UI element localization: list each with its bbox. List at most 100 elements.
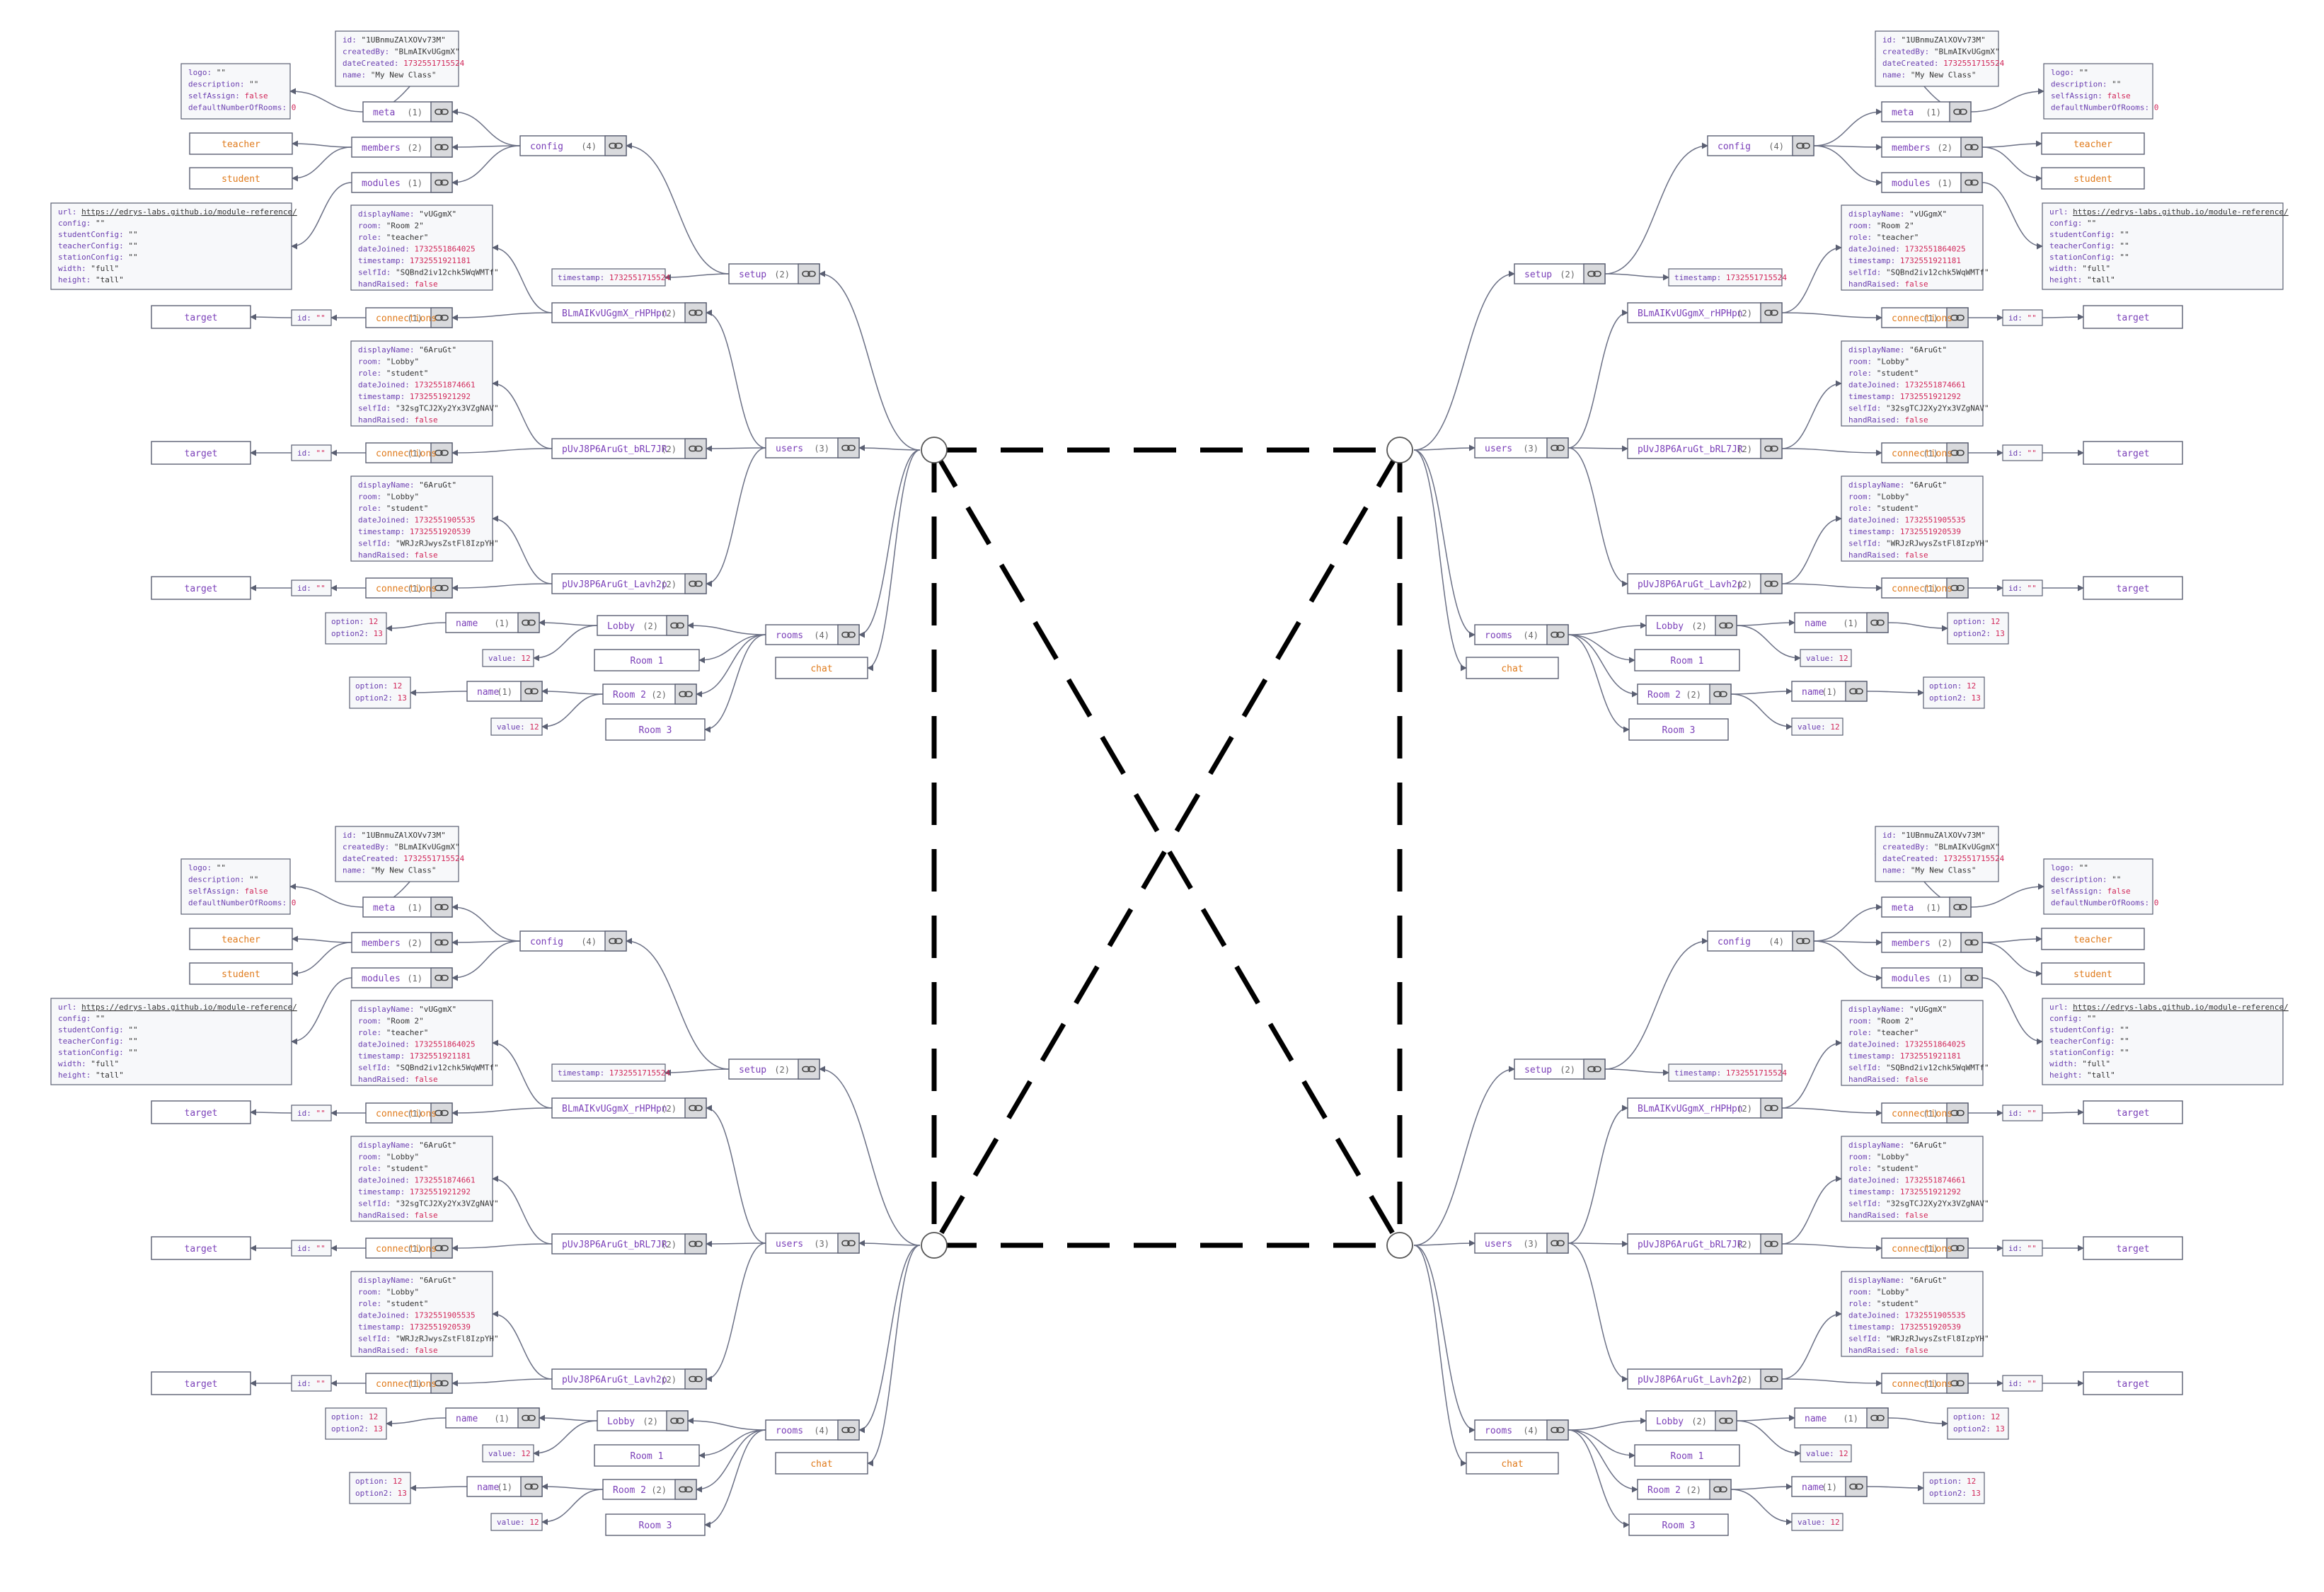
module-info-box[interactable]: url: https://edrys-labs.github.io/module… — [2042, 202, 2289, 290]
lobby-room-node[interactable]: Lobby(2) — [597, 615, 689, 636]
id-value[interactable]: id: "" — [291, 1104, 332, 1121]
link-icon[interactable] — [1713, 691, 1727, 698]
link-icon[interactable] — [1965, 974, 1979, 981]
link-icon[interactable] — [435, 144, 449, 151]
link-icon[interactable] — [435, 939, 449, 946]
user-node[interactable]: BLmAIKvUGgmX_rHPHpn(2) — [551, 302, 707, 323]
link-icon[interactable] — [435, 1380, 449, 1387]
link-icon[interactable] — [679, 691, 693, 698]
lobby-room-node[interactable]: Lobby(2) — [597, 1410, 689, 1431]
link-icon[interactable] — [524, 1483, 539, 1490]
connections-node[interactable]: connections(1) — [365, 442, 453, 463]
user-info-box[interactable]: displayName: "6AruGt"room: "Lobby"role: … — [350, 1271, 499, 1357]
link-icon[interactable] — [522, 1414, 536, 1421]
id-value[interactable]: id: "" — [291, 579, 332, 596]
value-leaf[interactable]: value: 12 — [490, 1513, 543, 1531]
id-value[interactable]: id: "" — [291, 444, 332, 461]
link-icon[interactable] — [689, 1104, 703, 1112]
room-1-leaf[interactable]: Room 1 — [594, 649, 700, 671]
room-3-leaf[interactable]: Room 3 — [1628, 718, 1729, 741]
link-icon[interactable] — [1551, 1240, 1565, 1247]
link-icon[interactable] — [1764, 580, 1778, 587]
target-leaf[interactable]: target — [151, 576, 251, 600]
link-icon[interactable] — [435, 974, 449, 981]
link-icon[interactable] — [689, 309, 703, 316]
user-info-box[interactable]: displayName: "vUGgmX"room: "Room 2"role:… — [1841, 1000, 1989, 1086]
target-leaf[interactable]: target — [151, 1100, 251, 1124]
room-3-leaf[interactable]: Room 3 — [605, 718, 706, 741]
link-icon[interactable] — [1719, 1417, 1733, 1424]
room-1-leaf[interactable]: Room 1 — [594, 1444, 700, 1467]
config-meta-box[interactable]: logo: ""description: ""selfAssign: false… — [2043, 858, 2158, 915]
user-node[interactable]: pUvJ8P6AruGt_Lavh2p(2) — [1627, 1368, 1783, 1390]
target-leaf[interactable]: target — [151, 305, 251, 329]
user-node[interactable]: pUvJ8P6AruGt_Lavh2p(2) — [1627, 573, 1783, 594]
meta-info-box[interactable]: id: "1UBnmuZAlXOVv73M"createdBy: "BLmAIK… — [335, 826, 465, 882]
teacher-leaf[interactable]: teacher — [2041, 928, 2145, 950]
meta-info-box[interactable]: id: "1UBnmuZAlXOVv73M"createdBy: "BLmAIK… — [335, 30, 465, 87]
modules-node[interactable]: modules(1) — [1881, 172, 1983, 193]
connections-node[interactable]: connections(1) — [365, 307, 453, 328]
room-2-node[interactable]: Room 2(2) — [602, 683, 697, 705]
meta-info-box[interactable]: id: "1UBnmuZAlXOVv73M"createdBy: "BLmAIK… — [1875, 826, 2005, 882]
value-leaf[interactable]: value: 12 — [1791, 717, 1843, 736]
value-leaf[interactable]: value: 12 — [490, 717, 543, 736]
link-icon[interactable] — [1587, 270, 1601, 277]
link-icon[interactable] — [1719, 622, 1733, 629]
link-icon[interactable] — [609, 938, 623, 945]
link-icon[interactable] — [1953, 108, 1967, 115]
link-icon[interactable] — [1870, 619, 1885, 626]
config-node[interactable]: config(4) — [519, 135, 627, 156]
room-1-leaf[interactable]: Room 1 — [1634, 649, 1740, 671]
meta-node[interactable]: meta(1) — [362, 101, 453, 122]
user-info-box[interactable]: displayName: "vUGgmX"room: "Room 2"role:… — [350, 1000, 499, 1086]
user-info-box[interactable]: displayName: "vUGgmX"room: "Room 2"role:… — [350, 204, 499, 291]
link-icon[interactable] — [1950, 1380, 1965, 1387]
user-info-box[interactable]: displayName: "6AruGt"room: "Lobby"role: … — [1841, 1271, 1989, 1357]
link-icon[interactable] — [1953, 904, 1967, 911]
meta-info-box[interactable]: id: "1UBnmuZAlXOVv73M"createdBy: "BLmAIK… — [1875, 30, 2005, 87]
link-icon[interactable] — [435, 179, 449, 186]
meta-node[interactable]: meta(1) — [1881, 896, 1972, 918]
link-icon[interactable] — [689, 580, 703, 587]
target-leaf[interactable]: target — [2083, 305, 2183, 329]
setup-node[interactable]: setup(2) — [1514, 263, 1606, 284]
users-node[interactable]: users(3) — [1474, 1233, 1569, 1254]
name-node[interactable]: name(1) — [1794, 612, 1889, 633]
user-node[interactable]: pUvJ8P6AruGt_bRL7JR(2) — [1627, 1233, 1783, 1254]
link-icon[interactable] — [1796, 142, 1810, 149]
meta-node[interactable]: meta(1) — [1881, 101, 1972, 122]
value-leaf[interactable]: value: 12 — [1800, 1444, 1852, 1463]
name-node[interactable]: name(1) — [1791, 1476, 1868, 1497]
peer-root-bottom-right[interactable] — [1386, 1232, 1413, 1259]
user-node[interactable]: BLmAIKvUGgmX_rHPHpn(2) — [1627, 302, 1783, 323]
link-icon[interactable] — [689, 445, 703, 452]
target-leaf[interactable]: target — [151, 1236, 251, 1260]
teacher-leaf[interactable]: teacher — [189, 928, 293, 950]
link-icon[interactable] — [435, 314, 449, 321]
modules-node[interactable]: modules(1) — [351, 172, 453, 193]
link-icon[interactable] — [841, 1240, 856, 1247]
module-info-box[interactable]: url: https://edrys-labs.github.io/module… — [2042, 998, 2289, 1085]
users-node[interactable]: users(3) — [765, 1233, 860, 1254]
link-icon[interactable] — [679, 1486, 693, 1493]
chat-leaf[interactable]: chat — [1466, 657, 1559, 679]
members-node[interactable]: members(2) — [351, 137, 453, 158]
link-icon[interactable] — [689, 1240, 703, 1247]
timestamp-value[interactable]: timestamp: 1732551715524 — [551, 268, 670, 287]
value-leaf[interactable]: value: 12 — [1800, 649, 1852, 667]
id-value[interactable]: id: "" — [2002, 309, 2043, 326]
module-info-box[interactable]: url: https://edrys-labs.github.io/module… — [50, 998, 297, 1085]
members-node[interactable]: members(2) — [1881, 932, 1983, 953]
members-node[interactable]: members(2) — [351, 932, 453, 953]
link-icon[interactable] — [1764, 309, 1778, 316]
link-icon[interactable] — [670, 1417, 684, 1424]
lobby-room-node[interactable]: Lobby(2) — [1645, 1410, 1737, 1431]
link-icon[interactable] — [1965, 939, 1979, 946]
user-info-box[interactable]: displayName: "6AruGt"room: "Lobby"role: … — [1841, 475, 1989, 562]
chat-leaf[interactable]: chat — [775, 657, 868, 679]
room-3-leaf[interactable]: Room 3 — [605, 1513, 706, 1536]
chat-leaf[interactable]: chat — [1466, 1452, 1559, 1475]
